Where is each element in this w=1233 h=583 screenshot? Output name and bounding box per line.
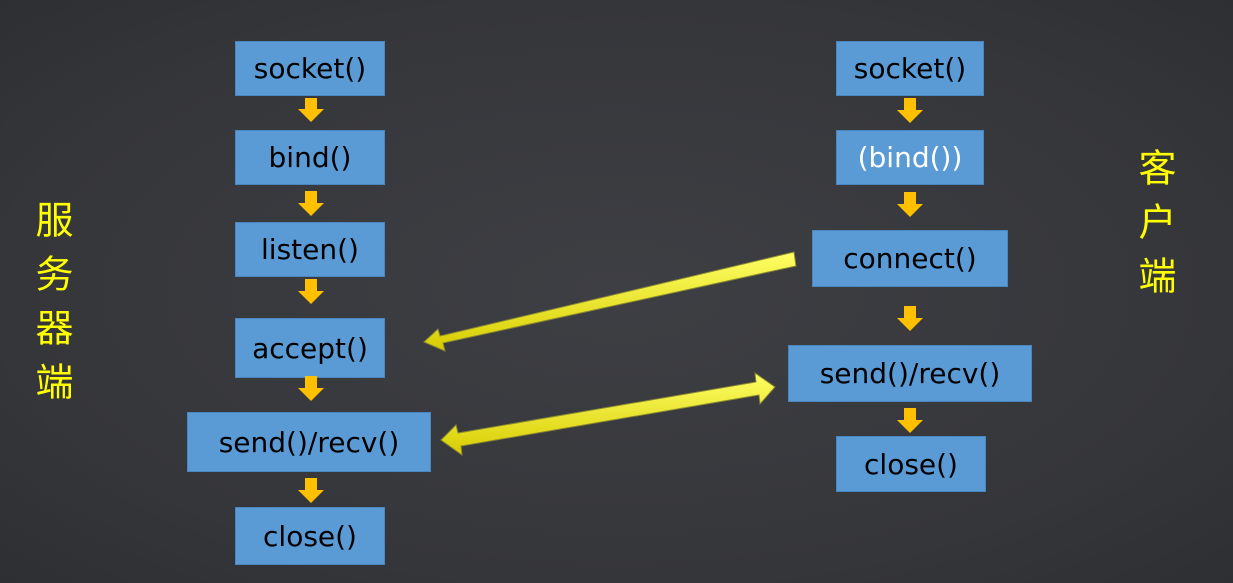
server-step-arrows [298, 98, 324, 503]
server-step-socket: socket() [235, 41, 385, 96]
down-arrow-icon [298, 279, 324, 304]
server-step-bind: bind() [235, 130, 385, 185]
client-step-connect: connect() [812, 230, 1008, 287]
client-step-close: close() [836, 436, 986, 492]
down-arrow-icon [298, 98, 324, 122]
client-step-bind-optional: (bind()) [836, 130, 984, 185]
server-step-close: close() [235, 507, 385, 565]
down-arrow-icon [897, 192, 923, 217]
client-step-send-recv: send()/recv() [788, 345, 1032, 402]
client-step-arrows [897, 98, 923, 433]
down-arrow-icon [897, 408, 923, 433]
server-step-accept: accept() [235, 318, 385, 378]
connect-to-accept-arrow-icon [423, 251, 797, 352]
client-side-label: 客户端 [1132, 148, 1176, 310]
down-arrow-icon [298, 376, 324, 401]
down-arrow-icon [897, 306, 923, 331]
down-arrow-icon [897, 98, 923, 123]
server-step-send-recv: send()/recv() [187, 412, 431, 472]
client-step-socket: socket() [836, 41, 984, 96]
server-side-label: 服务器端 [29, 200, 73, 416]
down-arrow-icon [298, 478, 324, 503]
server-step-listen: listen() [235, 222, 385, 277]
send-recv-double-arrow-icon [440, 371, 776, 457]
down-arrow-icon [298, 191, 324, 216]
